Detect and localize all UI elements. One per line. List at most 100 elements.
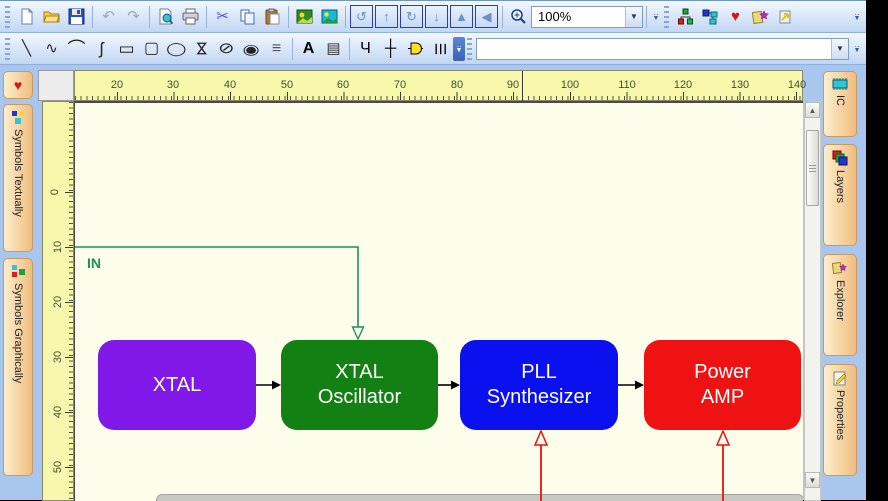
input-wire[interactable]	[75, 246, 359, 327]
toolbar-overflow-button[interactable]: ··▼	[851, 4, 863, 30]
scrollbar-thumb[interactable]	[806, 130, 819, 206]
tab-symbols-textually[interactable]: Symbols Textually	[3, 104, 33, 252]
zoom-level-combobox[interactable]: 100% ▼	[531, 5, 643, 28]
insert-image-button[interactable]	[292, 4, 317, 29]
toolbar-grip-handle[interactable]	[664, 5, 669, 28]
heart-icon: ♥	[13, 77, 23, 93]
overflow-chevron-icon: ▼	[853, 14, 861, 22]
tab-properties[interactable]: Properties	[823, 364, 857, 476]
coil-tool-button[interactable]: ☰	[428, 36, 453, 61]
block-pll-synthesizer[interactable]: PLL Synthesizer	[460, 340, 618, 430]
text-box-tool-button[interactable]: ▤	[321, 36, 346, 61]
bottom-block-edge[interactable]	[156, 494, 803, 501]
block-power-amp[interactable]: Power AMP	[644, 340, 801, 430]
block-xtal-oscillator[interactable]: XTAL Oscillator	[281, 340, 438, 430]
toolbar-overflow-button[interactable]: ··▼	[851, 36, 863, 62]
paste-button[interactable]	[260, 4, 285, 29]
toolbar-grip-handle[interactable]	[5, 37, 10, 60]
overflow-dots: ··	[456, 41, 462, 51]
control-arrow-amp[interactable]	[715, 429, 731, 501]
text-tool-button[interactable]: A	[296, 36, 321, 61]
undo-icon: ↶	[102, 8, 115, 25]
flip-vertical-up-button[interactable]: ↑	[375, 5, 398, 28]
redo-button[interactable]: ↷	[121, 4, 146, 29]
zoom-dropdown-button[interactable]: ▼	[625, 6, 642, 27]
ruler-label: 40	[223, 79, 237, 91]
toolbar-grip-handle[interactable]	[467, 37, 472, 60]
horizontal-ruler: 20 30 40 50 60 70 80 90 100 110 120 130 …	[74, 70, 806, 101]
ruler-label: 130	[730, 79, 750, 91]
input-net-label[interactable]: IN	[87, 255, 101, 271]
symbol-tree-button[interactable]	[673, 4, 698, 29]
paste-clipboard-icon	[265, 8, 280, 25]
ellipse-icon: ◯	[166, 41, 187, 56]
cut-button[interactable]: ✂	[210, 4, 235, 29]
lens-tool-button[interactable]: ◉	[239, 36, 264, 61]
tab-label: IC	[834, 95, 846, 106]
gadgets-button[interactable]	[748, 4, 773, 29]
export-button[interactable]	[773, 4, 798, 29]
insert-bitmap-button[interactable]	[317, 4, 342, 29]
bezier-tool-button[interactable]: ʃ	[89, 36, 114, 61]
layers-icon	[832, 150, 848, 166]
overflow-chevron-icon: ▼	[853, 46, 861, 54]
zoom-tool-button[interactable]	[506, 4, 531, 29]
favorites-button[interactable]: ♥	[723, 4, 748, 29]
slashed-circle-tool-button[interactable]: ⊘	[214, 36, 239, 61]
scroll-up-button[interactable]: ▲	[805, 102, 820, 118]
connector-xtal-to-oscillator[interactable]	[256, 380, 281, 390]
tab-ic[interactable]: IC	[823, 71, 857, 137]
print-button[interactable]	[178, 4, 203, 29]
rotate-left-button[interactable]: ↺	[350, 5, 373, 28]
arc-tool-button[interactable]: ⌒	[64, 36, 89, 61]
scroll-down-button[interactable]: ▼	[805, 472, 820, 488]
pin-tool-button[interactable]: Ч	[353, 36, 378, 61]
mirror-horizontal-button[interactable]: ▲	[450, 5, 473, 28]
right-tab-strip: IC Layers Explorer Properties	[821, 66, 866, 501]
connector-pll-to-amp[interactable]	[618, 380, 644, 390]
mirror-horizontal-icon: ▲	[455, 9, 468, 24]
tab-explorer[interactable]: Explorer	[823, 254, 857, 356]
line-tool-button[interactable]: ╲	[14, 36, 39, 61]
print-preview-button[interactable]	[153, 4, 178, 29]
tab-favorites[interactable]: ♥	[3, 71, 33, 99]
heart-icon: ♥	[731, 8, 740, 25]
junction-tool-button[interactable]: ┼	[378, 36, 403, 61]
control-arrow-pll[interactable]	[533, 429, 549, 501]
schematic-canvas[interactable]: XTAL XTAL Oscillator PLL Synthesizer Pow…	[74, 101, 803, 501]
tab-symbols-graphically[interactable]: Symbols Graphically	[3, 258, 33, 476]
tab-layers[interactable]: Layers	[823, 144, 857, 246]
toolbar-separator	[288, 5, 289, 28]
app-window: ↶ ↷ ✂ ↺ ↑ ↻ ↓ ▲ ◀	[0, 0, 866, 501]
new-document-button[interactable]	[14, 4, 39, 29]
save-button[interactable]	[64, 4, 89, 29]
toolbar-grip-handle[interactable]	[5, 5, 10, 28]
overflow-dots: ··	[653, 9, 659, 19]
symbol-dropdown-button[interactable]: ▼	[831, 38, 848, 59]
polygon-tool-button[interactable]: ⋈	[189, 36, 214, 61]
symbol-search-combobox[interactable]: ▼	[476, 37, 849, 60]
open-file-button[interactable]	[39, 4, 64, 29]
undo-button[interactable]: ↶	[96, 4, 121, 29]
logic-gate-tool-button[interactable]	[403, 36, 428, 61]
mirror-left-button[interactable]: ◀	[475, 5, 498, 28]
rotate-right-button[interactable]: ↻	[400, 5, 423, 28]
connector-oscillator-to-pll[interactable]	[438, 380, 460, 390]
copy-button[interactable]	[235, 4, 260, 29]
ruler-label: 30	[166, 79, 180, 91]
printer-icon	[182, 8, 199, 25]
ruler-label: 60	[336, 79, 350, 91]
vertical-scrollbar[interactable]: ▲ ▼	[804, 101, 821, 501]
rectangle-tool-button[interactable]: ▭	[114, 36, 139, 61]
ellipse-tool-button[interactable]: ◯	[164, 36, 189, 61]
curve-tool-button[interactable]: ∿	[39, 36, 64, 61]
toolbar-overflow-button[interactable]: ··▼	[453, 36, 465, 61]
toolbar-separator	[292, 37, 293, 60]
flip-vertical-down-button[interactable]: ↓	[425, 5, 448, 28]
rounded-rectangle-tool-button[interactable]: ▢	[139, 36, 164, 61]
symbol-blocks-button[interactable]	[698, 4, 723, 29]
toolbar-overflow-button[interactable]: ··▼	[650, 4, 662, 30]
chevron-down-icon: ▼	[630, 12, 638, 21]
list-tool-button[interactable]: ≡	[264, 36, 289, 61]
block-xtal[interactable]: XTAL	[98, 340, 256, 430]
